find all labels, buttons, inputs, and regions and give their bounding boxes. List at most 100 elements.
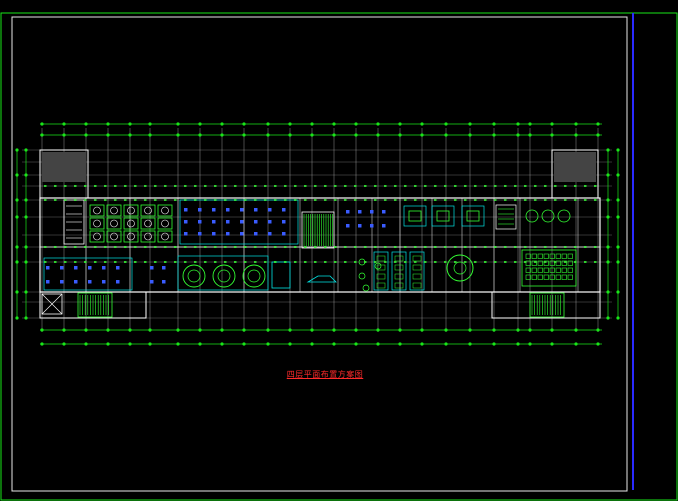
dimension-tick xyxy=(420,133,424,137)
column-mark xyxy=(424,246,427,248)
column-mark xyxy=(204,199,207,201)
column-mark xyxy=(124,246,127,248)
tower-fill xyxy=(554,152,596,182)
dimension-tick xyxy=(15,198,19,202)
seat xyxy=(555,253,561,259)
round-table-icon xyxy=(557,209,571,223)
column-mark xyxy=(244,199,247,201)
column-mark xyxy=(474,246,477,248)
booth xyxy=(106,204,122,217)
ceiling-light xyxy=(268,232,272,236)
ceiling-light xyxy=(46,266,50,270)
column-mark xyxy=(164,185,167,187)
dimension-tick xyxy=(606,316,610,320)
column-mark xyxy=(104,246,107,248)
dimension-tick xyxy=(24,260,28,264)
column-mark xyxy=(194,199,197,201)
column-mark xyxy=(184,199,187,201)
round-table-icon xyxy=(182,264,206,288)
column-mark xyxy=(594,246,597,248)
column-mark xyxy=(184,261,187,263)
column-mark xyxy=(234,185,237,187)
column-mark xyxy=(154,199,157,201)
column-mark xyxy=(64,185,67,187)
column-mark xyxy=(204,261,207,263)
column-mark xyxy=(474,261,477,263)
column-mark xyxy=(544,199,547,201)
column-mark xyxy=(564,199,567,201)
seat xyxy=(549,253,555,259)
dimension-tick xyxy=(310,328,314,332)
booth xyxy=(394,282,404,289)
ceiling-light xyxy=(102,266,106,270)
dimension-tick xyxy=(492,122,496,126)
dimension-tick xyxy=(288,133,292,137)
column-mark xyxy=(164,246,167,248)
column-mark xyxy=(464,185,467,187)
dimension-tick xyxy=(596,328,600,332)
stair-icon xyxy=(529,292,565,318)
dimension-tick xyxy=(420,328,424,332)
dimension-tick xyxy=(15,316,19,320)
column-mark xyxy=(484,199,487,201)
column-mark xyxy=(584,185,587,187)
dimension-tick xyxy=(84,133,88,137)
column-mark xyxy=(44,246,47,248)
column-mark xyxy=(294,246,297,248)
dimension-tick xyxy=(40,122,44,126)
column-mark xyxy=(244,261,247,263)
column-mark xyxy=(144,199,147,201)
main-wall xyxy=(39,197,601,293)
column-mark xyxy=(384,199,387,201)
booth xyxy=(394,255,404,262)
column-mark xyxy=(254,199,257,201)
column-mark xyxy=(324,199,327,201)
booth xyxy=(106,217,122,230)
column-mark xyxy=(354,261,357,263)
ceiling-light xyxy=(240,208,244,212)
seat xyxy=(531,267,537,273)
column-mark xyxy=(404,185,407,187)
column-mark xyxy=(594,261,597,263)
booth xyxy=(412,264,422,271)
column-mark xyxy=(234,246,237,248)
column-mark xyxy=(164,261,167,263)
dimension-tick xyxy=(128,122,132,126)
dimension-tick xyxy=(15,260,19,264)
dimension-tick xyxy=(574,342,578,346)
dimension-tick xyxy=(528,328,532,332)
booth xyxy=(376,255,386,262)
booth xyxy=(376,273,386,280)
seat xyxy=(555,260,561,266)
dimension-tick xyxy=(376,342,380,346)
column-mark xyxy=(444,261,447,263)
column-mark xyxy=(194,185,197,187)
column-mark xyxy=(464,199,467,201)
ceiling-light xyxy=(150,280,154,284)
dimension-tick xyxy=(444,342,448,346)
dimension-tick xyxy=(266,328,270,332)
dimension-tick xyxy=(148,328,152,332)
dimension-tick xyxy=(332,122,336,126)
room-outline xyxy=(391,251,407,291)
column-mark xyxy=(134,261,137,263)
seat xyxy=(537,274,543,280)
dimension-tick xyxy=(606,148,610,152)
column-mark xyxy=(74,261,77,263)
ceiling-light xyxy=(212,232,216,236)
dimension-tick xyxy=(24,316,28,320)
column-mark xyxy=(224,185,227,187)
column-mark xyxy=(514,246,517,248)
dimension-tick xyxy=(616,260,620,264)
column-mark xyxy=(494,246,497,248)
column-mark xyxy=(144,185,147,187)
column-mark xyxy=(304,185,307,187)
column-mark xyxy=(274,261,277,263)
column-mark xyxy=(144,246,147,248)
dimension-tick xyxy=(420,342,424,346)
column-mark xyxy=(484,246,487,248)
ceiling-light xyxy=(254,208,258,212)
column-mark xyxy=(54,199,57,201)
column-mark xyxy=(154,185,157,187)
table xyxy=(408,210,422,222)
